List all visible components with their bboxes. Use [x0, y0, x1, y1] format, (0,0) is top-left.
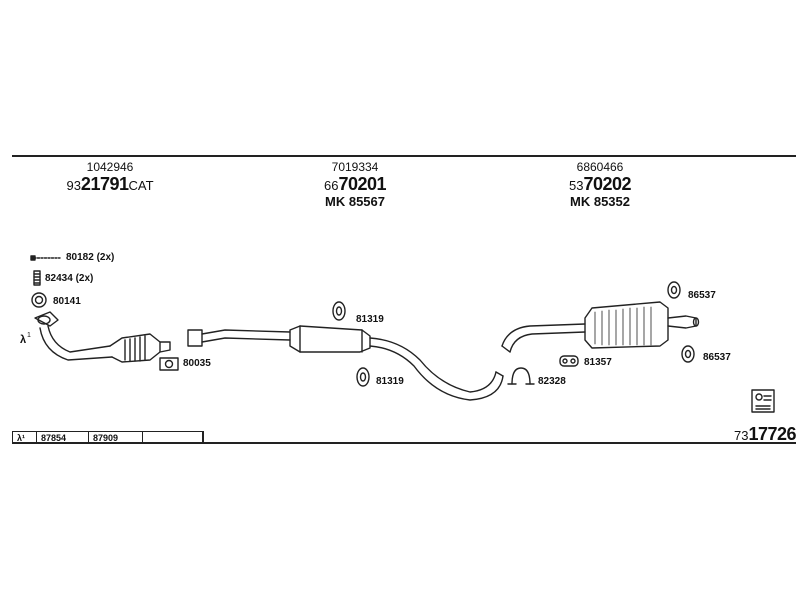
header-divider-line — [12, 155, 796, 157]
sensor-table: λ¹ 87854 87909 — [12, 431, 204, 444]
gasket-icon — [159, 357, 179, 371]
rubber-hanger-icon — [681, 345, 695, 363]
svg-text:1: 1 — [27, 332, 31, 339]
part-label-86537-top: 86537 — [688, 290, 716, 301]
part-label-82328: 82328 — [538, 376, 566, 387]
part-number-catalyst-ref: 1042946 — [86, 160, 134, 174]
clamp-icon — [507, 367, 535, 385]
mounting-kit-middle: MK 85567 — [325, 194, 385, 209]
footer-divider-line — [12, 442, 796, 444]
middle-muffler-icon — [187, 325, 504, 401]
part-number-middle-ref: 7019334 — [331, 160, 379, 174]
table-cell: 87854 — [37, 432, 89, 444]
part-label-80141: 80141 — [53, 296, 81, 307]
svg-text:λ: λ — [20, 334, 26, 346]
system-number: 7317726 — [733, 424, 797, 445]
gasket-icon — [31, 292, 47, 308]
system-number-main: 17726 — [748, 424, 796, 444]
rubber-hanger-icon — [356, 367, 370, 387]
part-number-catalyst: 9321791CAT — [66, 174, 153, 195]
rear-muffler-icon — [501, 301, 700, 353]
part-number-rear: 5370202 — [568, 174, 632, 195]
part-number-prefix: 93 — [66, 178, 81, 193]
part-number-rear-ref: 6860466 — [576, 160, 624, 174]
part-number-prefix: 53 — [568, 178, 584, 193]
rubber-hanger-icon — [332, 301, 346, 321]
part-label-81319-top: 81319 — [356, 314, 384, 325]
rubber-hanger-icon — [559, 355, 579, 367]
part-number-main: 70201 — [338, 174, 387, 194]
part-number-middle: 6670201 — [323, 174, 387, 195]
bolt-icon — [30, 255, 61, 261]
part-label-80182: 80182 (2x) — [66, 252, 115, 263]
part-label-81357: 81357 — [584, 357, 612, 368]
rubber-hanger-icon — [667, 281, 681, 299]
part-number-suffix: CAT — [128, 178, 154, 193]
catalyst-icon — [34, 311, 171, 363]
spring-icon — [33, 270, 41, 286]
table-cell — [143, 432, 203, 444]
part-label-82434: 82434 (2x) — [45, 273, 94, 284]
part-label-80035: 80035 — [183, 358, 211, 369]
mounting-kit-rear: MK 85352 — [570, 194, 630, 209]
part-number-main: 70202 — [583, 174, 632, 194]
lambda-sensor-icon: λ 1 — [20, 332, 31, 346]
mounting-kit-icon — [751, 389, 775, 413]
part-number-main: 21791 — [80, 174, 129, 194]
system-number-prefix: 73 — [733, 428, 749, 443]
table-cell: 87909 — [89, 432, 143, 444]
lambda-sensor-icon: λ¹ — [13, 432, 37, 444]
part-label-81319-bottom: 81319 — [376, 376, 404, 387]
part-number-prefix: 66 — [323, 178, 339, 193]
part-label-86537-bottom: 86537 — [703, 352, 731, 363]
